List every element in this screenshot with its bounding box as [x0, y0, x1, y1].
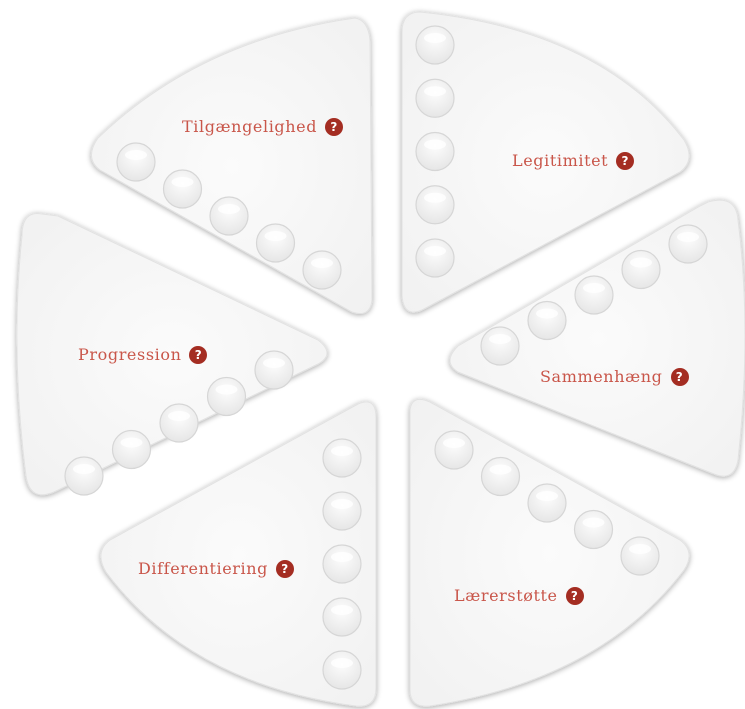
label-text: Differentiering	[138, 559, 269, 578]
rating-dot-sammenhaeng-1[interactable]	[480, 326, 520, 366]
rating-dot-sammenhaeng-4[interactable]	[621, 249, 661, 290]
label-laererstoette[interactable]: Lærerstøtte ?	[454, 586, 584, 605]
rating-dot-differentiering-1[interactable]	[322, 438, 362, 478]
rating-dot-laererstoette-1[interactable]	[434, 430, 474, 470]
question-icon[interactable]: ?	[325, 117, 344, 136]
rating-dot-laererstoette-5[interactable]	[620, 536, 660, 576]
rating-dot-laererstoette-4[interactable]	[573, 509, 614, 550]
rating-dot-legitimitet-2[interactable]	[415, 78, 455, 118]
rating-dot-sammenhaeng-5[interactable]	[668, 224, 708, 264]
rating-dot-laererstoette-2[interactable]	[480, 456, 521, 497]
label-text: Progression	[78, 345, 182, 364]
rating-dot-tilgaengelighed-2[interactable]	[162, 169, 203, 209]
rating-dot-legitimitet-4[interactable]	[415, 185, 455, 225]
segment-differentiering	[100, 401, 377, 707]
rating-dot-progression-3[interactable]	[159, 403, 199, 443]
label-legitimitet[interactable]: Legitimitet ?	[512, 151, 635, 170]
segment-sammenhaeng	[449, 199, 745, 477]
rating-dot-legitimitet-3[interactable]	[415, 131, 455, 172]
question-icon[interactable]: ?	[565, 586, 584, 605]
label-sammenhaeng[interactable]: Sammenhæng ?	[540, 367, 689, 386]
rating-dot-differentiering-5[interactable]	[322, 650, 362, 690]
segment-progression	[16, 212, 328, 496]
rating-dot-sammenhaeng-2[interactable]	[527, 300, 567, 341]
label-text: Tilgængelighed	[182, 117, 318, 136]
rating-dot-progression-2[interactable]	[111, 429, 152, 470]
label-differentiering[interactable]: Differentiering ?	[138, 559, 295, 578]
rating-dot-progression-5[interactable]	[254, 350, 294, 390]
label-text: Sammenhæng	[540, 367, 663, 386]
segment-tilgaengelighed	[91, 17, 373, 314]
rating-dot-differentiering-3[interactable]	[322, 544, 362, 584]
segment-laererstoette	[409, 398, 690, 707]
rating-dot-differentiering-4[interactable]	[322, 597, 362, 637]
rating-dot-sammenhaeng-3[interactable]	[574, 275, 614, 315]
label-text: Legitimitet	[512, 151, 609, 170]
label-text: Lærerstøtte	[454, 586, 558, 605]
label-progression[interactable]: Progression ?	[78, 345, 208, 364]
rating-dot-progression-1[interactable]	[64, 456, 104, 496]
rating-dot-tilgaengelighed-5[interactable]	[302, 250, 342, 290]
rating-dot-laererstoette-3[interactable]	[527, 483, 567, 523]
question-icon[interactable]: ?	[616, 151, 635, 170]
rating-dot-tilgaengelighed-3[interactable]	[209, 196, 249, 236]
question-icon[interactable]: ?	[189, 345, 208, 364]
rating-dot-legitimitet-1[interactable]	[415, 25, 455, 65]
rating-dot-legitimitet-5[interactable]	[415, 238, 455, 278]
rating-dot-tilgaengelighed-1[interactable]	[116, 142, 156, 182]
segment-legitimitet	[401, 11, 690, 313]
rating-dot-progression-4[interactable]	[206, 376, 247, 417]
question-icon[interactable]: ?	[276, 559, 295, 578]
question-icon[interactable]: ?	[670, 367, 689, 386]
rating-dot-tilgaengelighed-4[interactable]	[255, 223, 296, 263]
label-tilgaengelighed[interactable]: Tilgængelighed ?	[182, 117, 344, 136]
rating-dot-differentiering-2[interactable]	[322, 491, 362, 531]
